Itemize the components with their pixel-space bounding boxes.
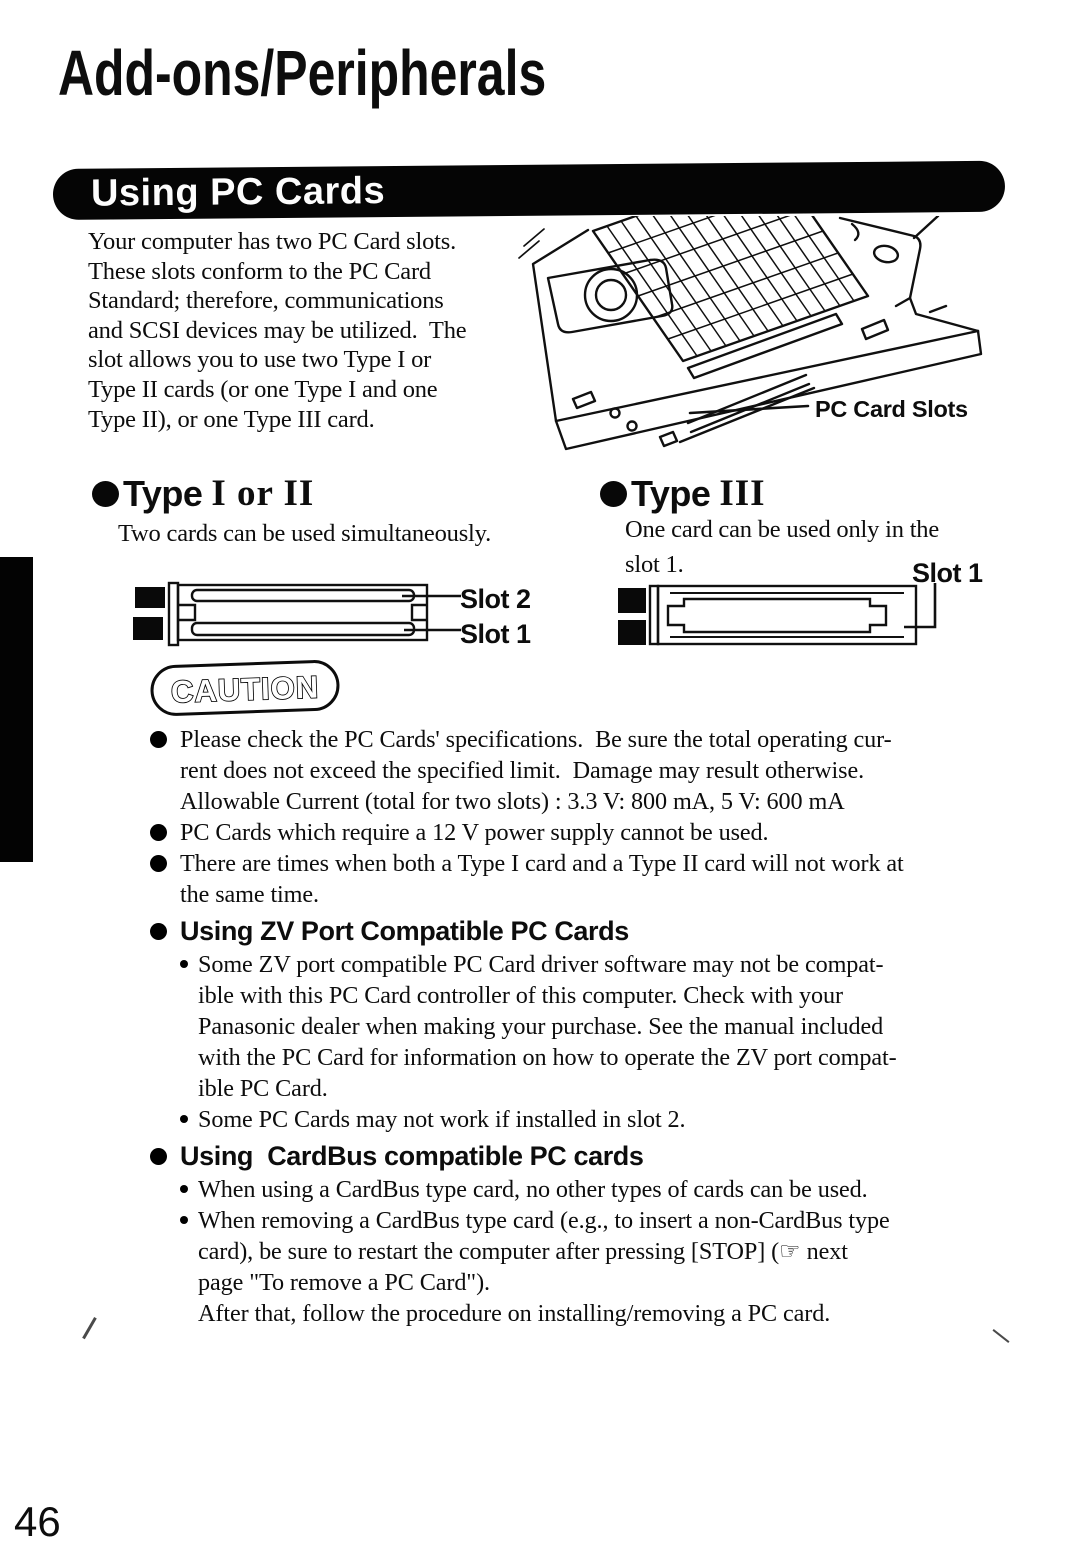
trackball-plate xyxy=(546,258,674,334)
front-button xyxy=(658,430,679,448)
keyboard-key-rows xyxy=(607,216,854,340)
slot-body xyxy=(176,583,429,642)
caution-item: PC Cards which require a 12 V power supp… xyxy=(150,817,1035,848)
intro-paragraph: Your computer has two PC Card slots.Thes… xyxy=(88,228,467,433)
scan-artifact xyxy=(992,1329,1010,1343)
small-bullet-icon xyxy=(180,1205,198,1298)
slot-diagram-type3 xyxy=(618,583,937,646)
bullet-dot-icon xyxy=(150,1139,180,1174)
right-notch xyxy=(410,603,427,622)
trackball-ball xyxy=(594,278,628,312)
section-bullet-icon xyxy=(600,480,627,507)
small-bullet-icon xyxy=(180,1104,198,1135)
screen-hatch-lines xyxy=(518,228,545,259)
pc-card-slots-callout: PC Card Slots xyxy=(815,396,968,422)
slot-leader-lines xyxy=(402,594,461,632)
slot-door-edge xyxy=(678,386,816,444)
section-banner-label: Using PC Cards xyxy=(90,170,386,215)
caution-subitem: Some PC Cards may not work if installed … xyxy=(180,1104,1035,1135)
heading-word: Type xyxy=(123,472,203,514)
right-port-line xyxy=(928,304,948,314)
slot1-opening xyxy=(190,621,416,637)
heading-word: Type xyxy=(631,472,711,514)
trackball-outer-ring xyxy=(583,267,639,323)
caution-followup: After that, follow the procedure on inst… xyxy=(198,1298,1035,1329)
hinge-hole xyxy=(872,244,900,264)
caution-stamp: CAUTION xyxy=(150,660,340,716)
keyboard-outline xyxy=(591,216,870,363)
caution-heading-text: Using CardBus compatible PC cards xyxy=(180,1141,644,1171)
latch-curve xyxy=(850,222,860,242)
slot-diagram-type1or2 xyxy=(133,581,461,647)
type3-slot1-label: Slot 1 xyxy=(912,558,983,588)
caution-text: When removing a CardBus type card (e.g.,… xyxy=(198,1207,890,1296)
heading-numeral: III xyxy=(719,473,766,514)
heading-numeral: I or II xyxy=(211,473,315,514)
slot-body xyxy=(656,584,918,646)
caution-text: There are times when both a Type I card … xyxy=(180,850,904,908)
caution-item: There are times when both a Type I card … xyxy=(150,848,1035,910)
caution-text: Some ZV port compatible PC Card driver s… xyxy=(198,951,897,1102)
section-bullet-icon xyxy=(92,480,119,507)
caution-stamp-border xyxy=(150,660,340,716)
caution-text: Some PC Cards may not work if installed … xyxy=(198,1106,686,1133)
chapter-side-tab xyxy=(0,557,33,862)
caution-subheading-cardbus: Using CardBus compatible PC cards xyxy=(150,1139,1035,1174)
callout-leader-line xyxy=(688,404,810,415)
type1or2-description: Two cards can be used simultaneously. xyxy=(118,520,492,547)
eject-strip xyxy=(648,584,660,646)
caution-text: When using a CardBus type card, no other… xyxy=(198,1176,868,1203)
slot2-opening xyxy=(190,588,416,603)
connector-block-top xyxy=(135,587,165,608)
section-heading-type3: Type III xyxy=(600,472,766,515)
scan-artifact xyxy=(82,1316,97,1340)
laptop-body-outline xyxy=(531,228,983,451)
caution-text: After that, follow the procedure on inst… xyxy=(198,1300,831,1327)
page-title: Add-ons/Peripherals xyxy=(58,37,547,109)
lid-side-line xyxy=(912,216,940,240)
pc-card-slot-lines xyxy=(686,373,811,434)
connector-block-top xyxy=(618,588,646,613)
spacebar xyxy=(686,312,844,380)
laptop-front-edge xyxy=(554,329,980,423)
laptop-illustration xyxy=(518,216,983,451)
bullet-dot-icon xyxy=(150,724,180,817)
type3-card-outline xyxy=(666,597,888,634)
caution-heading-text: Using ZV Port Compatible PC Cards xyxy=(180,916,629,946)
left-notch xyxy=(178,603,197,622)
caution-subitem: When removing a CardBus type card (e.g.,… xyxy=(180,1205,1035,1298)
caution-list: Please check the PC Cards' specification… xyxy=(150,724,1035,1329)
connector-block-bottom xyxy=(618,620,646,645)
section-banner: Using PC Cards xyxy=(52,160,1006,220)
bullet-dot-icon xyxy=(150,817,180,848)
caution-stamp-text: CAUTION xyxy=(170,669,319,709)
bullet-dot-icon xyxy=(150,914,180,949)
caution-text: Please check the PC Cards' specification… xyxy=(180,726,892,815)
lid-edge xyxy=(838,216,922,308)
front-hole-2 xyxy=(626,420,638,432)
small-bullet-icon xyxy=(180,949,198,1104)
left-latch xyxy=(571,390,597,410)
section-heading-type1or2: Type I or II xyxy=(92,472,314,515)
connector-block-bottom xyxy=(133,617,163,640)
caution-subitem: Some ZV port compatible PC Card driver s… xyxy=(180,949,1035,1104)
small-bullet-icon xyxy=(180,1174,198,1205)
inner-guide-lines xyxy=(670,592,904,638)
right-port xyxy=(860,318,890,341)
slot1-leader-line xyxy=(904,583,937,629)
caution-item: Please check the PC Cards' specification… xyxy=(150,724,1035,817)
slot1-label: Slot 1 xyxy=(460,619,531,649)
eject-strip xyxy=(167,581,180,647)
caution-text: PC Cards which require a 12 V power supp… xyxy=(180,819,769,846)
right-body-edge xyxy=(908,296,980,333)
caution-subitem: When using a CardBus type card, no other… xyxy=(180,1174,1035,1205)
front-hole-1 xyxy=(609,407,621,419)
bullet-dot-icon xyxy=(150,848,180,910)
caution-subheading-zv-port: Using ZV Port Compatible PC Cards xyxy=(150,914,1035,949)
slot2-label: Slot 2 xyxy=(460,584,531,614)
page-number: 46 xyxy=(14,1498,61,1545)
